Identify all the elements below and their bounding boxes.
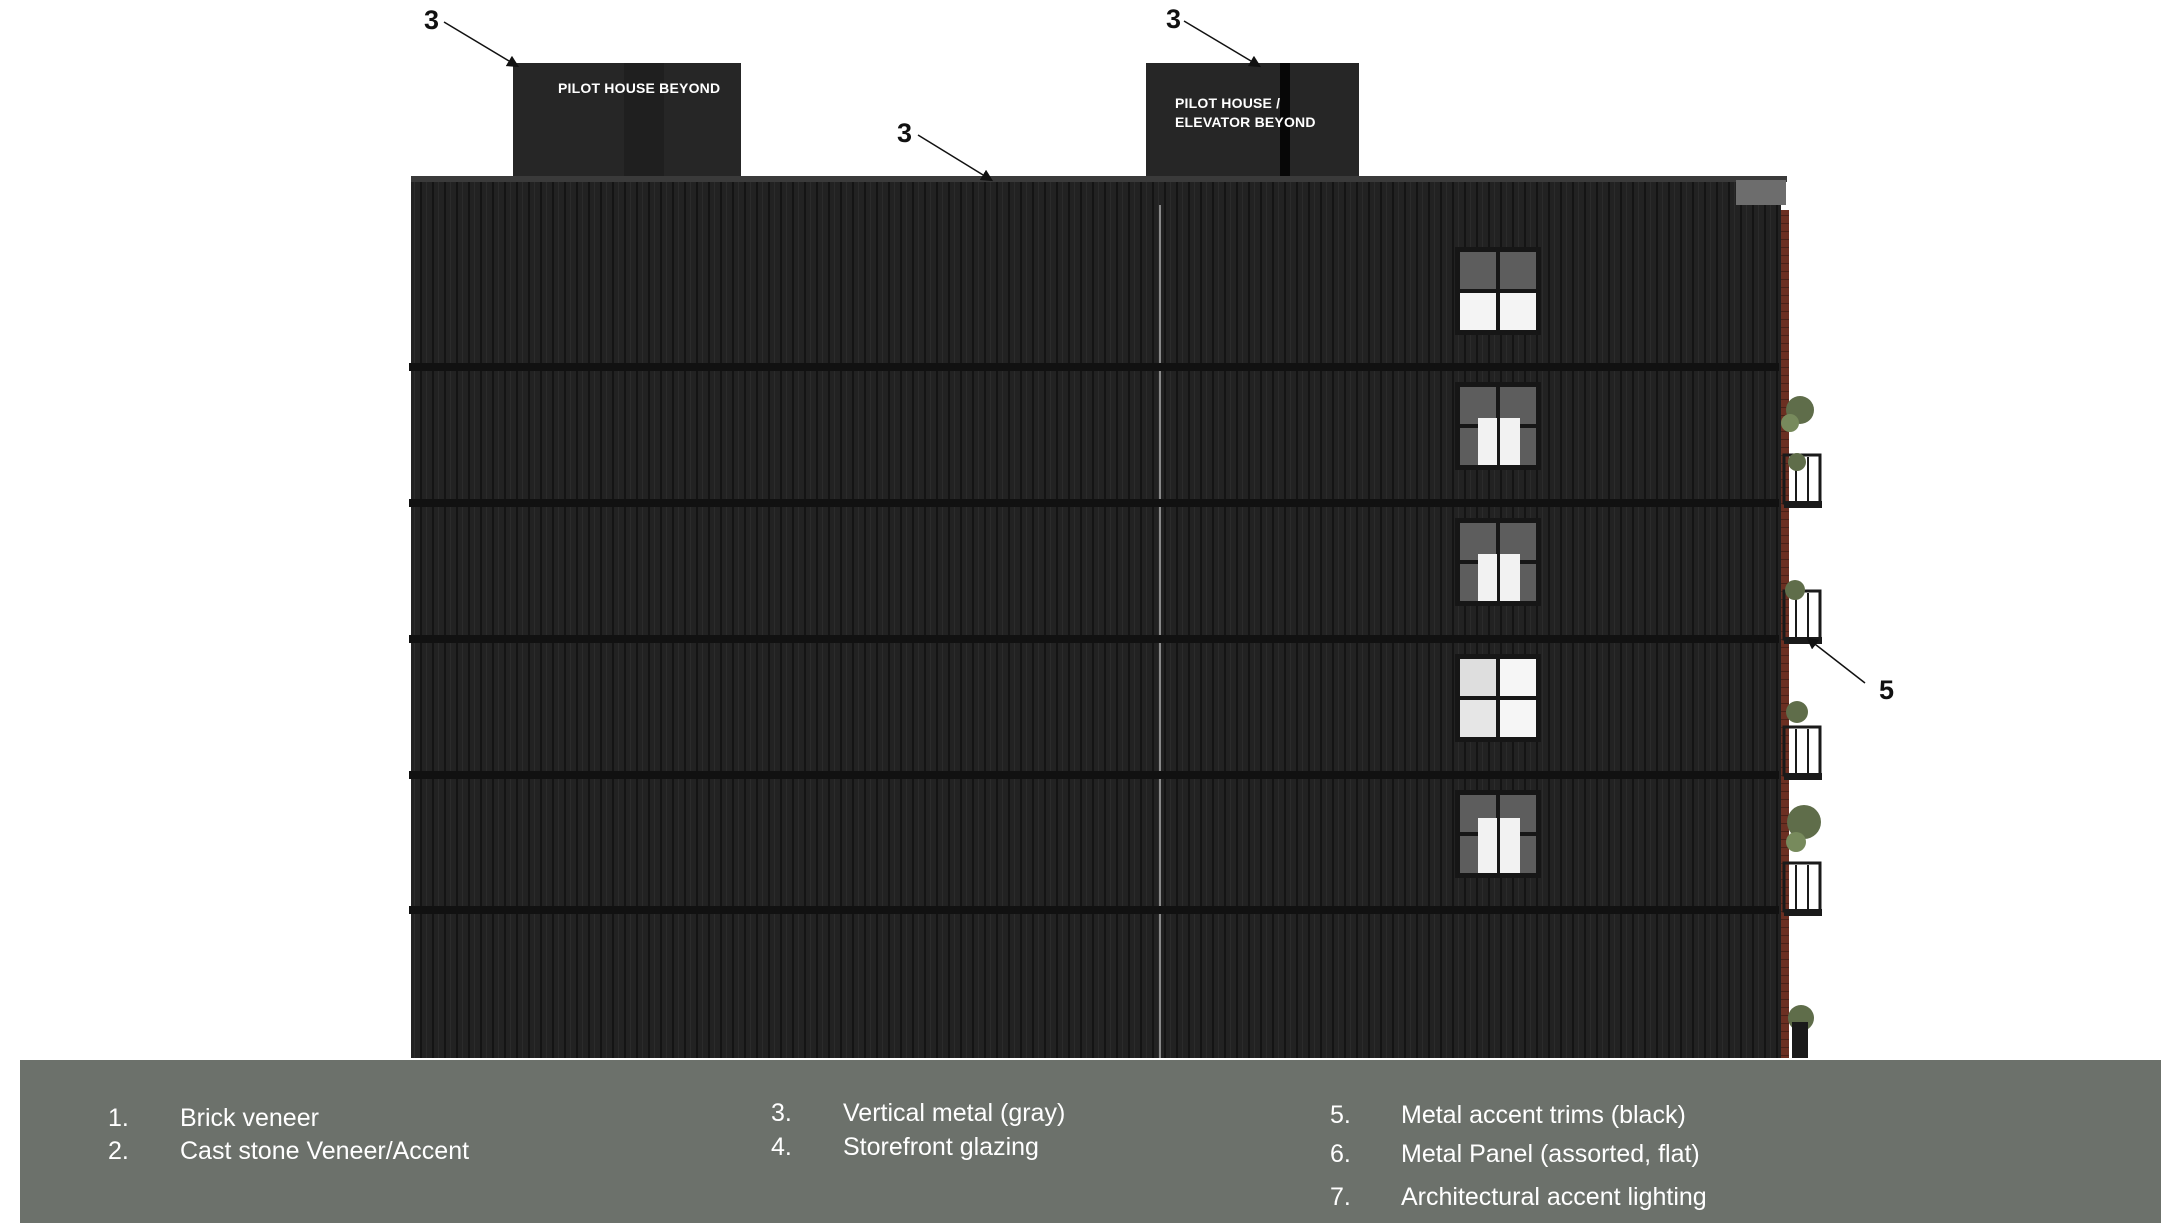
materials-legend: 1. Brick veneer 2. Cast stone Veneer/Acc… [20, 1060, 2161, 1223]
balcony [1782, 589, 1822, 644]
window [1455, 518, 1541, 606]
balcony [1782, 725, 1822, 780]
legend-text: Metal Panel (assorted, flat) [1401, 1140, 1700, 1168]
callout-3-roof: 3 [897, 118, 913, 148]
parapet-corner-flashing [1736, 180, 1786, 205]
window [1455, 247, 1541, 335]
legend-text: Cast stone Veneer/Accent [180, 1137, 470, 1165]
legend-text: Brick veneer [180, 1104, 319, 1132]
legend-text: Architectural accent lighting [1401, 1183, 1707, 1211]
legend-number: 6. [1330, 1140, 1351, 1168]
ground-planter-base [1792, 1022, 1808, 1058]
callout-3-pilot-house-right: 3 [1166, 4, 1182, 34]
balcony [1782, 861, 1822, 916]
legend-number: 1. [108, 1104, 129, 1132]
metal-facade [411, 178, 1781, 1058]
callout-5-balcony: 5 [1879, 675, 1895, 705]
window [1455, 382, 1541, 470]
callout-3-pilot-house-left: 3 [424, 5, 440, 35]
window [1455, 654, 1541, 742]
pilot-house-right-joint [1280, 63, 1290, 181]
legend-text: Metal accent trims (black) [1401, 1101, 1686, 1129]
legend-number: 5. [1330, 1101, 1351, 1129]
legend-number: 2. [108, 1137, 129, 1165]
parapet-cap [411, 176, 1787, 182]
legend-number: 7. [1330, 1183, 1351, 1211]
pilot-house-right-label: PILOT HOUSE / ELEVATOR BEYOND [1175, 95, 1316, 130]
legend-number: 3. [771, 1099, 792, 1127]
pilot-house-left-recess [624, 63, 664, 181]
pilot-house-left-label: PILOT HOUSE BEYOND [558, 80, 721, 96]
legend-text: Storefront glazing [843, 1133, 1039, 1161]
callout-leaders [443, 20, 1866, 684]
pilot-house-right [1146, 63, 1359, 181]
building-elevation-drawing [409, 20, 1866, 1058]
legend-text: Vertical metal (gray) [843, 1099, 1066, 1127]
floor-bands [409, 363, 1779, 914]
window [1455, 790, 1541, 878]
legend-number: 4. [771, 1133, 792, 1161]
